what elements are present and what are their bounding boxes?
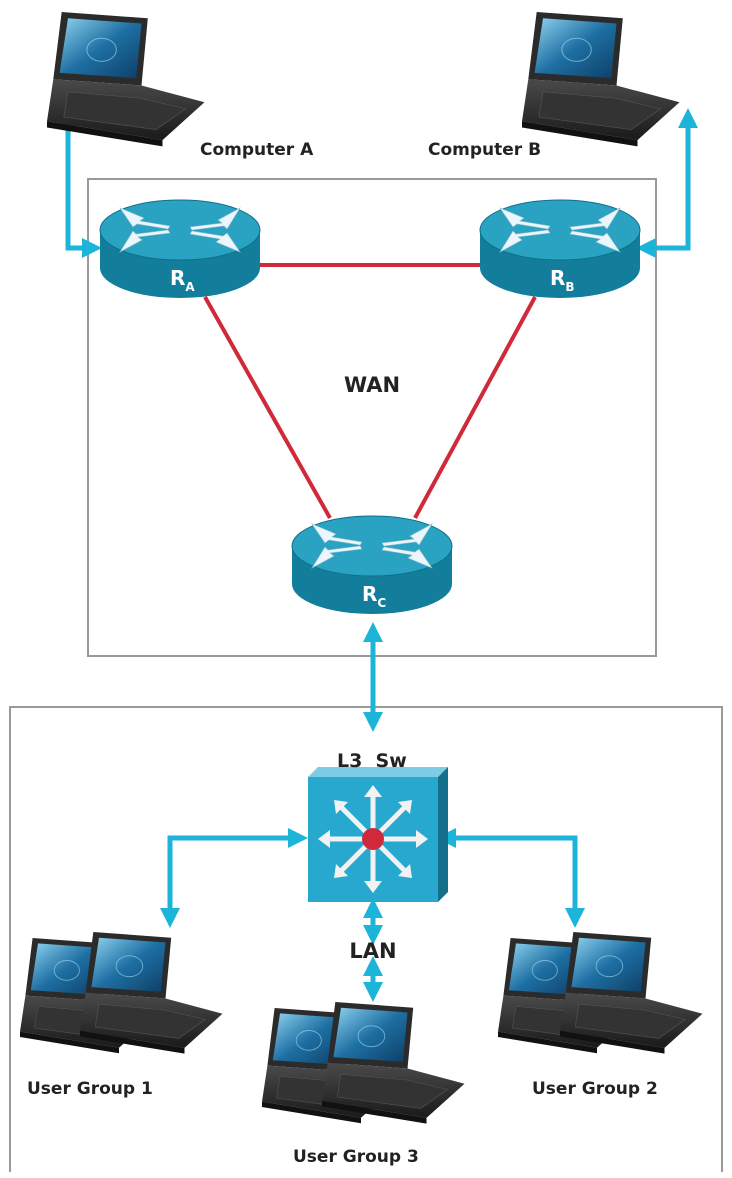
layer3-switch-icon: [308, 767, 448, 902]
router-a-label: RA: [170, 266, 195, 294]
link-computer-b-router-b: [636, 108, 698, 258]
laptop-icon: [46, 11, 206, 147]
laptop-icon: [559, 931, 703, 1055]
router-c-label: RC: [362, 582, 386, 610]
link-computer-a-router-a: [58, 108, 102, 258]
switch-label: L3 Sw: [337, 750, 407, 772]
computer-b-label: Computer B: [428, 140, 541, 160]
link-switch-group-2: [436, 828, 585, 928]
user-group-1-label: User Group 1: [27, 1079, 153, 1099]
lan-label: LAN: [349, 939, 396, 963]
wan-link-a-c: [203, 296, 332, 519]
wan-link-b-c: [413, 296, 537, 519]
laptop-icon: [79, 931, 223, 1055]
wan-links: [203, 263, 537, 519]
access-links: [58, 108, 698, 1002]
user-group-2-label: User Group 2: [532, 1079, 658, 1099]
user-group-3-label: User Group 3: [293, 1147, 419, 1167]
wan-label: WAN: [344, 373, 400, 397]
router-b-label: RB: [550, 266, 575, 294]
computer-a-label: Computer A: [200, 140, 314, 160]
laptop-icon: [521, 11, 681, 147]
link-switch-group-1: [160, 828, 308, 928]
laptop-icon: [321, 1001, 465, 1125]
